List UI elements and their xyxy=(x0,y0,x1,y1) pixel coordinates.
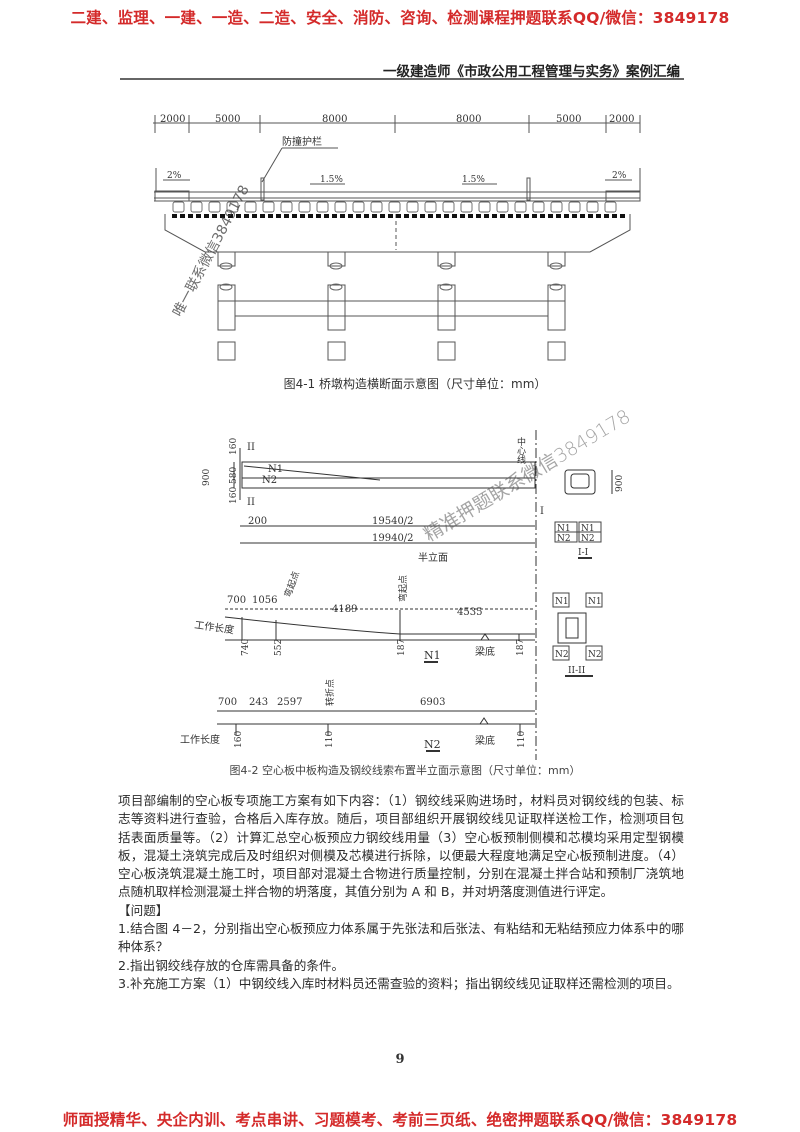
cell-label: N2 xyxy=(588,650,602,660)
question-item: 2.指出钢绞线存放的仓库需具备的条件。 xyxy=(118,957,345,973)
height-label: 110 xyxy=(325,731,335,748)
cell-label: N1 xyxy=(557,524,571,534)
dim-label: 6903 xyxy=(420,697,445,708)
cell-label: N1 xyxy=(588,597,602,607)
cell-label: N2 xyxy=(557,534,571,544)
height-label: 187 xyxy=(397,639,407,656)
height-label: 187 xyxy=(516,639,526,656)
dim-label: 8000 xyxy=(456,114,481,125)
dim-label: 5000 xyxy=(556,114,581,125)
dim-label: 700 xyxy=(218,697,237,708)
work-length-label: 工作长度 xyxy=(180,733,220,746)
turn-point-label: 转折点 xyxy=(324,679,336,706)
dim-label: 8000 xyxy=(322,114,347,125)
dim-label: 900 xyxy=(615,475,625,492)
bend-point-label: 弯起点 xyxy=(282,570,303,599)
questions-title: 【问题】 xyxy=(118,902,169,918)
strand-n2-label: N2 xyxy=(262,475,277,486)
figure2-caption: 图4-2 空心板中板构造及钢绞线索布置半立面示意图（尺寸单位：mm） xyxy=(229,764,581,777)
dim-label: 160 xyxy=(229,487,239,504)
dim-label: 2597 xyxy=(277,697,302,708)
dim-label: 160 xyxy=(229,438,239,455)
dim-label: 5000 xyxy=(215,114,240,125)
section-ii-ii-label: II-II xyxy=(568,666,586,676)
promo-banner-top: 二建、监理、一建、一造、二造、安全、消防、咨询、检测课程押题联系QQ/微信：38… xyxy=(70,9,730,27)
question-item: 1.结合图 4－2，分别指出空心板预应力体系属于先张法和后张法、有粘结和无粘结预… xyxy=(118,921,684,955)
cell-label: N1 xyxy=(555,597,569,607)
n1-label: N1 xyxy=(424,649,441,662)
beam-bottom-label: 梁底 xyxy=(475,645,495,658)
dim-label: 19540/2 xyxy=(372,516,414,527)
dim-label: 243 xyxy=(249,697,268,708)
n2-label: N2 xyxy=(424,738,441,751)
page-number: 9 xyxy=(395,1052,405,1067)
centerline-label: 中心线 xyxy=(515,436,526,464)
promo-banner-bottom: 师面授精华、央企内训、考点串讲、习题模考、考前三页纸、绝密押题联系QQ/微信：3… xyxy=(62,1111,738,1129)
dim-label: 580 xyxy=(229,467,239,484)
guardrail-label: 防撞护栏 xyxy=(282,135,322,148)
height-label: 740 xyxy=(241,639,251,656)
question-item: 3.补充施工方案（1）中钢绞线入库时材料员还需查验的资料；指出钢绞线见证取样还需… xyxy=(118,975,680,991)
slope-label: 2% xyxy=(612,171,627,181)
case-body: 项目部编制的空心板专项施工方案有如下内容：（1）钢绞线采购进场时，材料员对钢绞线… xyxy=(118,792,684,993)
case-paragraph: 项目部编制的空心板专项施工方案有如下内容：（1）钢绞线采购进场时，材料员对钢绞线… xyxy=(118,793,684,900)
work-length-label: 工作长度 xyxy=(194,618,235,636)
height-label: 110 xyxy=(517,731,527,748)
beam-bottom-label: 梁底 xyxy=(475,734,495,747)
dim-label: 2000 xyxy=(160,114,185,125)
slope-label: 2% xyxy=(167,171,182,181)
section-i-mark: I xyxy=(540,506,544,517)
strand-n1-label: N1 xyxy=(268,464,283,475)
figure-pier-cross-section: 2000 5000 8000 8000 5000 2000 防撞护栏 2% 1.… xyxy=(153,114,641,361)
dim-label: 19940/2 xyxy=(372,533,414,544)
dim-label: 2000 xyxy=(609,114,634,125)
dim-label: 1056 xyxy=(252,595,277,606)
slope-label: 1.5% xyxy=(462,175,485,185)
slope-label: 1.5% xyxy=(320,175,343,185)
figure1-caption: 图4-1 桥墩构造横断面示意图（尺寸单位：mm） xyxy=(283,377,547,391)
header-rule xyxy=(120,78,684,80)
dim-label: 900 xyxy=(202,469,212,486)
section-i-i-label: I-I xyxy=(578,548,589,558)
cell-label: N2 xyxy=(581,534,595,544)
running-header-title: 一级建造师《市政公用工程管理与实务》案例汇编 xyxy=(383,64,680,80)
dim-label: 4535 xyxy=(457,607,482,618)
section-mark: II xyxy=(247,497,255,508)
dim-label: 4189 xyxy=(332,604,357,615)
dim-label: 200 xyxy=(248,516,267,527)
bend-point-label: 弯起点 xyxy=(397,575,409,602)
cell-label: N2 xyxy=(555,650,569,660)
half-elevation-label: 半立面 xyxy=(418,551,448,564)
figure-hollow-slab-elevation: N1 N2 II II 160 580 160 900 中心线 I 200 19… xyxy=(180,430,625,760)
height-label: 552 xyxy=(274,639,284,656)
cell-label: N1 xyxy=(581,524,595,534)
dim-label: 700 xyxy=(227,595,246,606)
height-label: 160 xyxy=(234,731,244,748)
section-mark: II xyxy=(247,442,255,453)
